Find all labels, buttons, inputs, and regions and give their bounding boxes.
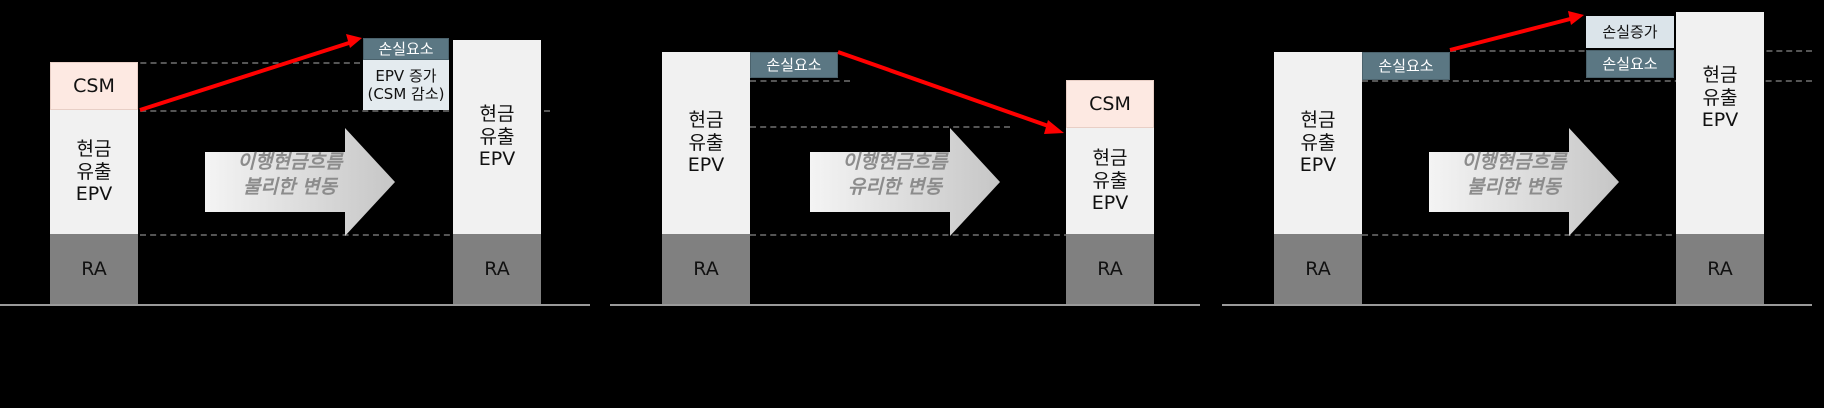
dashed-guide <box>750 80 850 82</box>
ra-label: RA <box>81 257 107 280</box>
block-arrow <box>1429 128 1619 236</box>
ra-box-right: RA <box>453 234 541 304</box>
epv-label: 현금 유출 EPV <box>687 108 725 177</box>
panel-favorable: 현금 유출 EPV RA 손실요소 이행현금흐름 유리한 변동 CSM 현금 유… <box>610 0 1210 408</box>
ra-label: RA <box>1305 257 1331 280</box>
block-arrow <box>205 128 395 236</box>
baseline <box>610 304 1200 306</box>
loss-label: 손실요소 <box>766 56 822 74</box>
dashed-guide <box>750 234 1070 236</box>
loss-label: 손실요소 <box>378 40 434 58</box>
epv-box: 현금 유출 EPV <box>50 110 138 234</box>
baseline <box>0 304 590 306</box>
ra-box: RA <box>1274 234 1362 304</box>
csm-label: CSM <box>1089 92 1131 115</box>
epv-box-right: 현금 유출 EPV <box>453 40 541 234</box>
arrow-text: 이행현금흐름 불리한 변동 <box>1461 151 1567 198</box>
arrow-text: 이행현금흐름 불리한 변동 <box>237 151 343 198</box>
epv-label: 현금 유출 EPV <box>1701 63 1739 132</box>
epv-label: 현금 유출 EPV <box>1091 146 1129 215</box>
dashed-guide <box>140 234 460 236</box>
epv-increase-label: EPV 증가 (CSM 감소) <box>367 67 445 103</box>
dashed-guide <box>120 62 360 64</box>
loss-label: 손실요소 <box>1602 55 1658 73</box>
epv-box-right: 현금 유출 EPV <box>1066 128 1154 234</box>
panel-unfavorable-csm: CSM 현금 유출 EPV RA 이행현금흐름 불리한 변동 손실요소 EPV … <box>0 0 600 408</box>
loss-component-box-right: 손실요소 <box>1586 50 1674 78</box>
epv-box: 현금 유출 EPV <box>1274 52 1362 234</box>
ra-label: RA <box>1097 257 1123 280</box>
dashed-guide <box>1362 234 1682 236</box>
loss-component-box: 손실요소 <box>1362 52 1450 80</box>
epv-box: 현금 유출 EPV <box>662 52 750 234</box>
ra-label: RA <box>1707 257 1733 280</box>
csm-label: CSM <box>73 74 115 97</box>
csm-box: CSM <box>50 62 138 110</box>
block-arrow <box>810 128 1000 236</box>
panel-unfavorable-loss: 현금 유출 EPV RA 손실요소 이행현금흐름 불리한 변동 손실증가 손실요… <box>1222 0 1824 408</box>
epv-increase-box: EPV 증가 (CSM 감소) <box>363 60 449 110</box>
ra-box: RA <box>50 234 138 304</box>
csm-box-right: CSM <box>1066 80 1154 128</box>
loss-component-box: 손실요소 <box>363 38 449 60</box>
arrow-text: 이행현금흐름 유리한 변동 <box>842 151 948 198</box>
ra-box-right: RA <box>1676 234 1764 304</box>
baseline <box>1222 304 1812 306</box>
ra-box-right: RA <box>1066 234 1154 304</box>
epv-label: 현금 유출 EPV <box>1299 108 1337 177</box>
epv-label: 현금 유출 EPV <box>75 137 113 206</box>
ra-label: RA <box>693 257 719 280</box>
ra-label: RA <box>484 257 510 280</box>
loss-label: 손실요소 <box>1378 57 1434 75</box>
epv-label: 현금 유출 EPV <box>478 102 516 171</box>
loss-increase-label: 손실증가 <box>1602 23 1658 41</box>
dashed-guide <box>1362 80 1812 82</box>
ra-box: RA <box>662 234 750 304</box>
loss-increase-box: 손실증가 <box>1586 16 1674 48</box>
epv-box-right: 현금 유출 EPV <box>1676 12 1764 234</box>
loss-component-box: 손실요소 <box>750 52 838 78</box>
